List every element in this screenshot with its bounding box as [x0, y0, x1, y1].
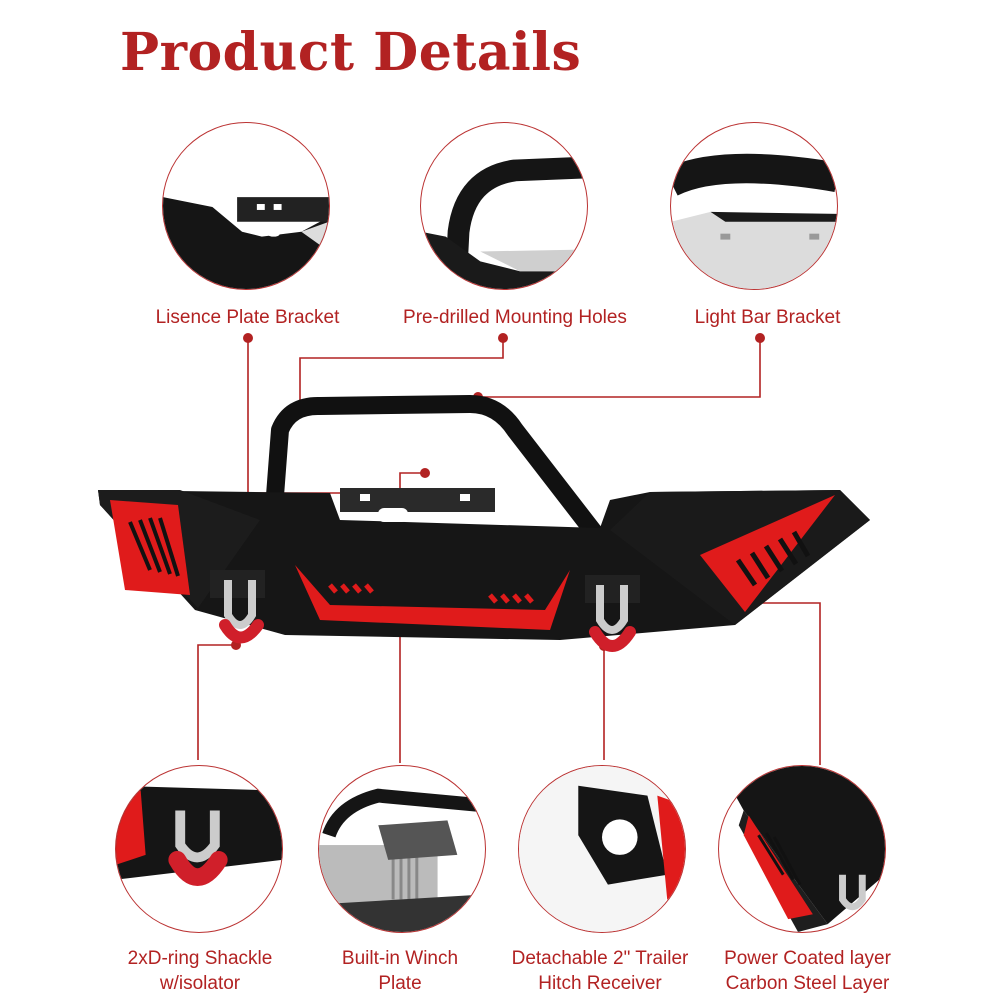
left-shackle — [210, 570, 265, 644]
feature-label-line: w/isolator — [159, 973, 241, 994]
right-shackle — [585, 575, 640, 652]
center-red-trim — [295, 565, 570, 630]
feature-label-line: Plate — [378, 973, 422, 994]
feature-label-shackle: 2xD-ring Shackle w/isolator — [95, 946, 305, 996]
feature-label-mounting-holes: Pre-drilled Mounting Holes — [403, 307, 627, 328]
feature-label-carbon-steel: Power Coated layer Carbon Steel Layer — [705, 946, 910, 996]
detail-circle-light-bar-bracket — [670, 122, 838, 290]
feature-label-line: Power Coated layer — [724, 948, 891, 969]
page-title: Product Details — [120, 22, 582, 83]
detail-circle-carbon-steel — [718, 765, 886, 933]
feature-label-hitch-receiver: Detachable 2" Trailer Hitch Receiver — [490, 946, 710, 996]
detail-circle-hitch-receiver — [518, 765, 686, 933]
license-bracket — [340, 488, 495, 512]
callout-lines — [197, 338, 821, 765]
detail-circle-winch-plate — [318, 765, 486, 933]
feature-label-line: 2xD-ring Shackle — [127, 948, 273, 969]
feature-label-line: Carbon Steel Layer — [725, 973, 890, 994]
detail-circle-license-bracket — [162, 122, 330, 290]
feature-label-line: Built-in Winch — [341, 948, 459, 969]
feature-label-winch-plate: Built-in Winch Plate — [300, 946, 500, 996]
detail-circle-mounting-holes — [420, 122, 588, 290]
hoop-bar — [263, 395, 608, 546]
right-red-panel — [700, 495, 835, 612]
detail-circle-shackle — [115, 765, 283, 933]
feature-label-license-bracket: Lisence Plate Bracket — [155, 307, 340, 328]
feature-label-light-bar-bracket: Light Bar Bracket — [694, 307, 841, 328]
feature-label-line: Detachable 2" Trailer — [511, 948, 689, 969]
feature-label-line: Hitch Receiver — [538, 973, 662, 994]
